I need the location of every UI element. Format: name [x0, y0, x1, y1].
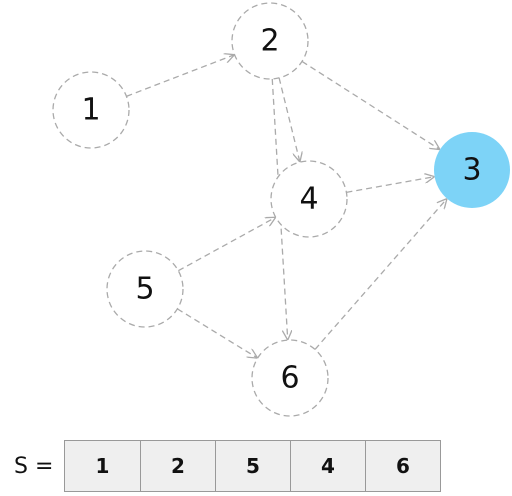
- node-label-3: 3: [462, 153, 481, 188]
- node-label-6: 6: [280, 361, 299, 396]
- edge-1-to-2: [126, 55, 233, 97]
- node-circle-3: [434, 132, 510, 208]
- node-circle-1: [52, 71, 130, 149]
- node-label-4: 4: [299, 182, 318, 217]
- node-circle-2: [231, 2, 309, 80]
- node-5: 5: [106, 250, 184, 328]
- sequence-cell: 1: [65, 441, 140, 491]
- sequence-cell: 5: [215, 441, 290, 491]
- node-circle-6: [251, 339, 329, 417]
- node-label-5: 5: [135, 272, 154, 307]
- edge-6-to-3: [314, 199, 446, 350]
- dependency-graph: 1 2 3 4 5 6: [52, 2, 510, 417]
- node-circle-4: [270, 160, 348, 238]
- node-3: 3: [434, 132, 510, 208]
- nodes: 1 2 3 4 5 6: [52, 2, 510, 417]
- node-4: 4: [270, 160, 348, 238]
- node-1: 1: [52, 71, 130, 149]
- edge-5-to-4: [178, 218, 274, 272]
- sequence-cell: 2: [140, 441, 215, 491]
- sequence-label: S =: [14, 453, 54, 479]
- node-circle-5: [106, 250, 184, 328]
- node-label-1: 1: [81, 93, 100, 128]
- edge-2-to-4: [278, 77, 300, 161]
- node-6: 6: [251, 339, 329, 417]
- node-label-2: 2: [260, 24, 279, 59]
- sequence-cell: 6: [365, 441, 440, 491]
- edge-4-to-3: [346, 177, 433, 193]
- edge-5-to-6: [177, 308, 256, 358]
- sequence-cell: 4: [290, 441, 365, 491]
- edge-2-to-3: [301, 60, 439, 149]
- node-2: 2: [231, 2, 309, 80]
